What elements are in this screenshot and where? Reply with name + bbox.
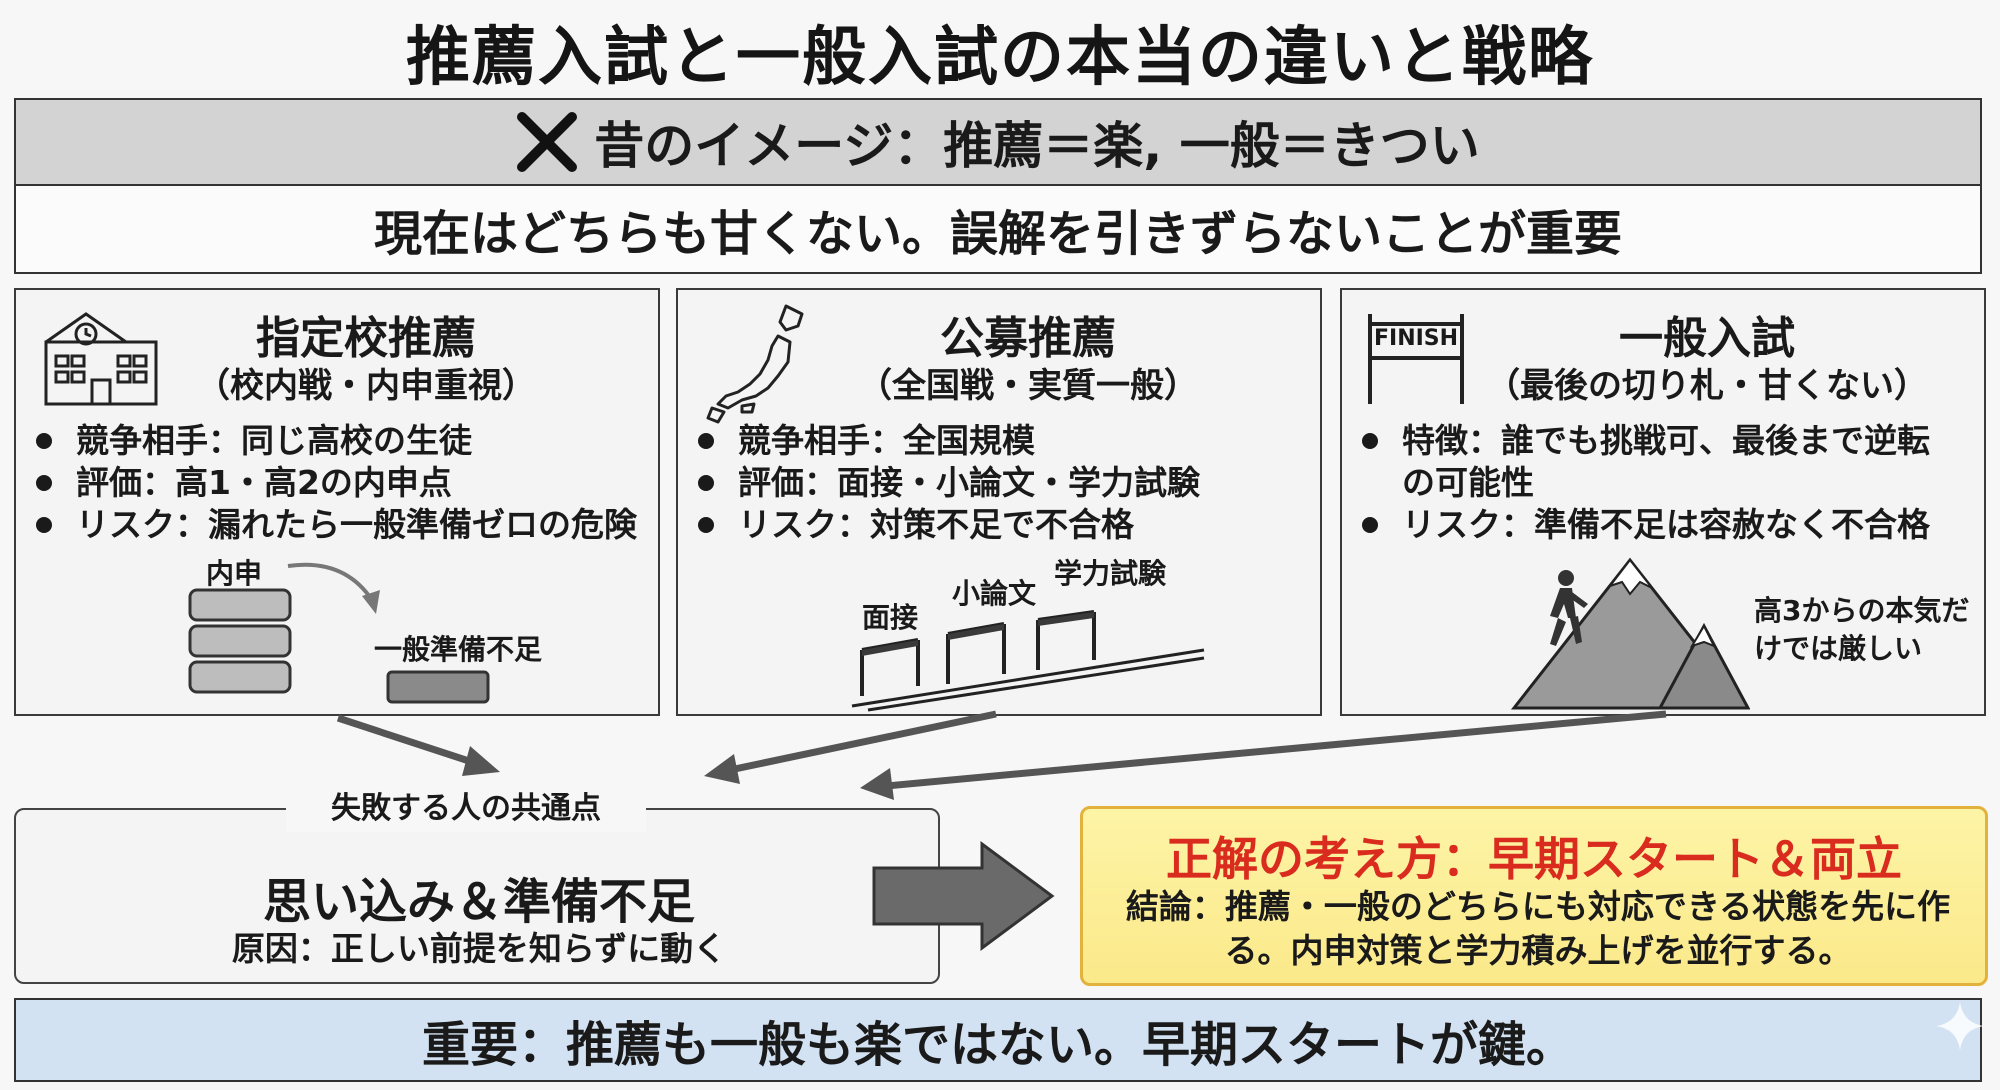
hurdles-icon bbox=[851, 610, 1205, 712]
failure-cause: 原因：正しい前提を知らずに動く bbox=[231, 929, 727, 968]
failure-box: 思い込み＆準備不足 原因：正しい前提を知らずに動く bbox=[14, 808, 940, 984]
japan-map-icon bbox=[706, 304, 804, 424]
answer-title: 正解の考え方：早期スタート＆両立 bbox=[1166, 832, 1902, 886]
curved-arrow-icon bbox=[287, 562, 380, 614]
sparkle-icon bbox=[1936, 1002, 1984, 1050]
school-icon bbox=[44, 312, 158, 406]
hurdle-label-mensetsu: 面接 bbox=[862, 601, 919, 634]
bullet-item: リスク：準備不足は容赦なく不合格 bbox=[1358, 504, 1958, 546]
convergence-arrows bbox=[336, 710, 1667, 800]
finish-banner-icon bbox=[1368, 314, 1464, 404]
panel-ippan: FINISH 一般入試 （最後の切り札・甘くない） 特徴：誰でも挑戦可、最後まで… bbox=[1340, 288, 1986, 716]
panel-title: 一般入試 bbox=[1619, 313, 1795, 364]
panel-title: 公募推薦 bbox=[940, 313, 1116, 364]
panel-subtitle: （校内戦・内申重視） bbox=[196, 366, 536, 406]
panel-shiteiko: 指定校推薦 （校内戦・内申重視） 競争相手：同じ高校の生徒 評価：高1・高2の内… bbox=[14, 288, 660, 716]
panel-subtitle: （全国戦・実質一般） bbox=[858, 366, 1198, 406]
bullet-item: リスク：漏れたら一般準備ゼロの危険 bbox=[32, 504, 637, 546]
panel-subtitle: （最後の切り札・甘くない） bbox=[1486, 366, 1928, 406]
myth-text: 昔のイメージ：推薦＝楽, 一般＝きつい bbox=[594, 117, 1480, 175]
finish-text: FINISH bbox=[1374, 326, 1459, 351]
shortfall-label: 一般準備不足 bbox=[374, 633, 543, 666]
bullet-item: 競争相手：同じ高校の生徒 bbox=[32, 420, 637, 462]
bullet-item: リスク：対策不足で不合格 bbox=[694, 504, 1200, 546]
myth-banner: 昔のイメージ：推薦＝楽, 一般＝きつい bbox=[14, 98, 1982, 186]
mountain-climber-icon bbox=[1510, 557, 1750, 710]
key-message-bar: 重要：推薦も一般も楽ではない。早期スタートが鍵。 bbox=[14, 998, 1982, 1082]
failure-tag: 失敗する人の共通点 bbox=[286, 786, 646, 832]
panel-koubo: 公募推薦 （全国戦・実質一般） 競争相手：全国規模 評価：面接・小論文・学力試験… bbox=[676, 288, 1322, 716]
failure-title: 思い込み＆準備不足 bbox=[262, 874, 695, 930]
bullet-item: 特徴：誰でも挑戦可、最後まで逆転の可能性 bbox=[1358, 420, 1958, 504]
panel-bullets: 競争相手：全国規模 評価：面接・小論文・学力試験 リスク：対策不足で不合格 bbox=[694, 420, 1200, 546]
answer-box: 正解の考え方：早期スタート＆両立 結論：推薦・一般のどちらにも対応できる状態を先… bbox=[1080, 806, 1988, 986]
panel-title: 指定校推薦 bbox=[256, 313, 476, 364]
reality-banner: 現在はどちらも甘くない。誤解を引きずらないことが重要 bbox=[14, 186, 1982, 274]
mountain-caption: 高3からの本気だけでは厳しい bbox=[1754, 594, 1970, 665]
panel-bullets: 競争相手：同じ高校の生徒 評価：高1・高2の内申点 リスク：漏れたら一般準備ゼロ… bbox=[32, 420, 637, 546]
page-title: 推薦入試と一般入試の本当の違いと戦略 bbox=[406, 21, 1594, 95]
shortfall-block-icon bbox=[386, 670, 490, 704]
bullet-item: 競争相手：全国規模 bbox=[694, 420, 1200, 462]
hurdle-label-shouronbun: 小論文 bbox=[952, 577, 1037, 610]
panel-bullets: 特徴：誰でも挑戦可、最後まで逆転の可能性 リスク：準備不足は容赦なく不合格 bbox=[1358, 420, 1958, 546]
hurdle-label-gakuryoku: 学力試験 bbox=[1054, 557, 1167, 590]
naishin-label: 内申 bbox=[206, 557, 263, 590]
right-arrow-icon bbox=[872, 841, 1055, 951]
answer-body: 結論：推薦・一般のどちらにも対応できる状態を先に作る。内申対策と学力積み上げを並… bbox=[1125, 887, 1951, 970]
naishin-stack-icon bbox=[188, 588, 292, 694]
cross-icon bbox=[517, 112, 578, 172]
bullet-item: 評価：面接・小論文・学力試験 bbox=[694, 462, 1200, 504]
bullet-item: 評価：高1・高2の内申点 bbox=[32, 462, 637, 504]
